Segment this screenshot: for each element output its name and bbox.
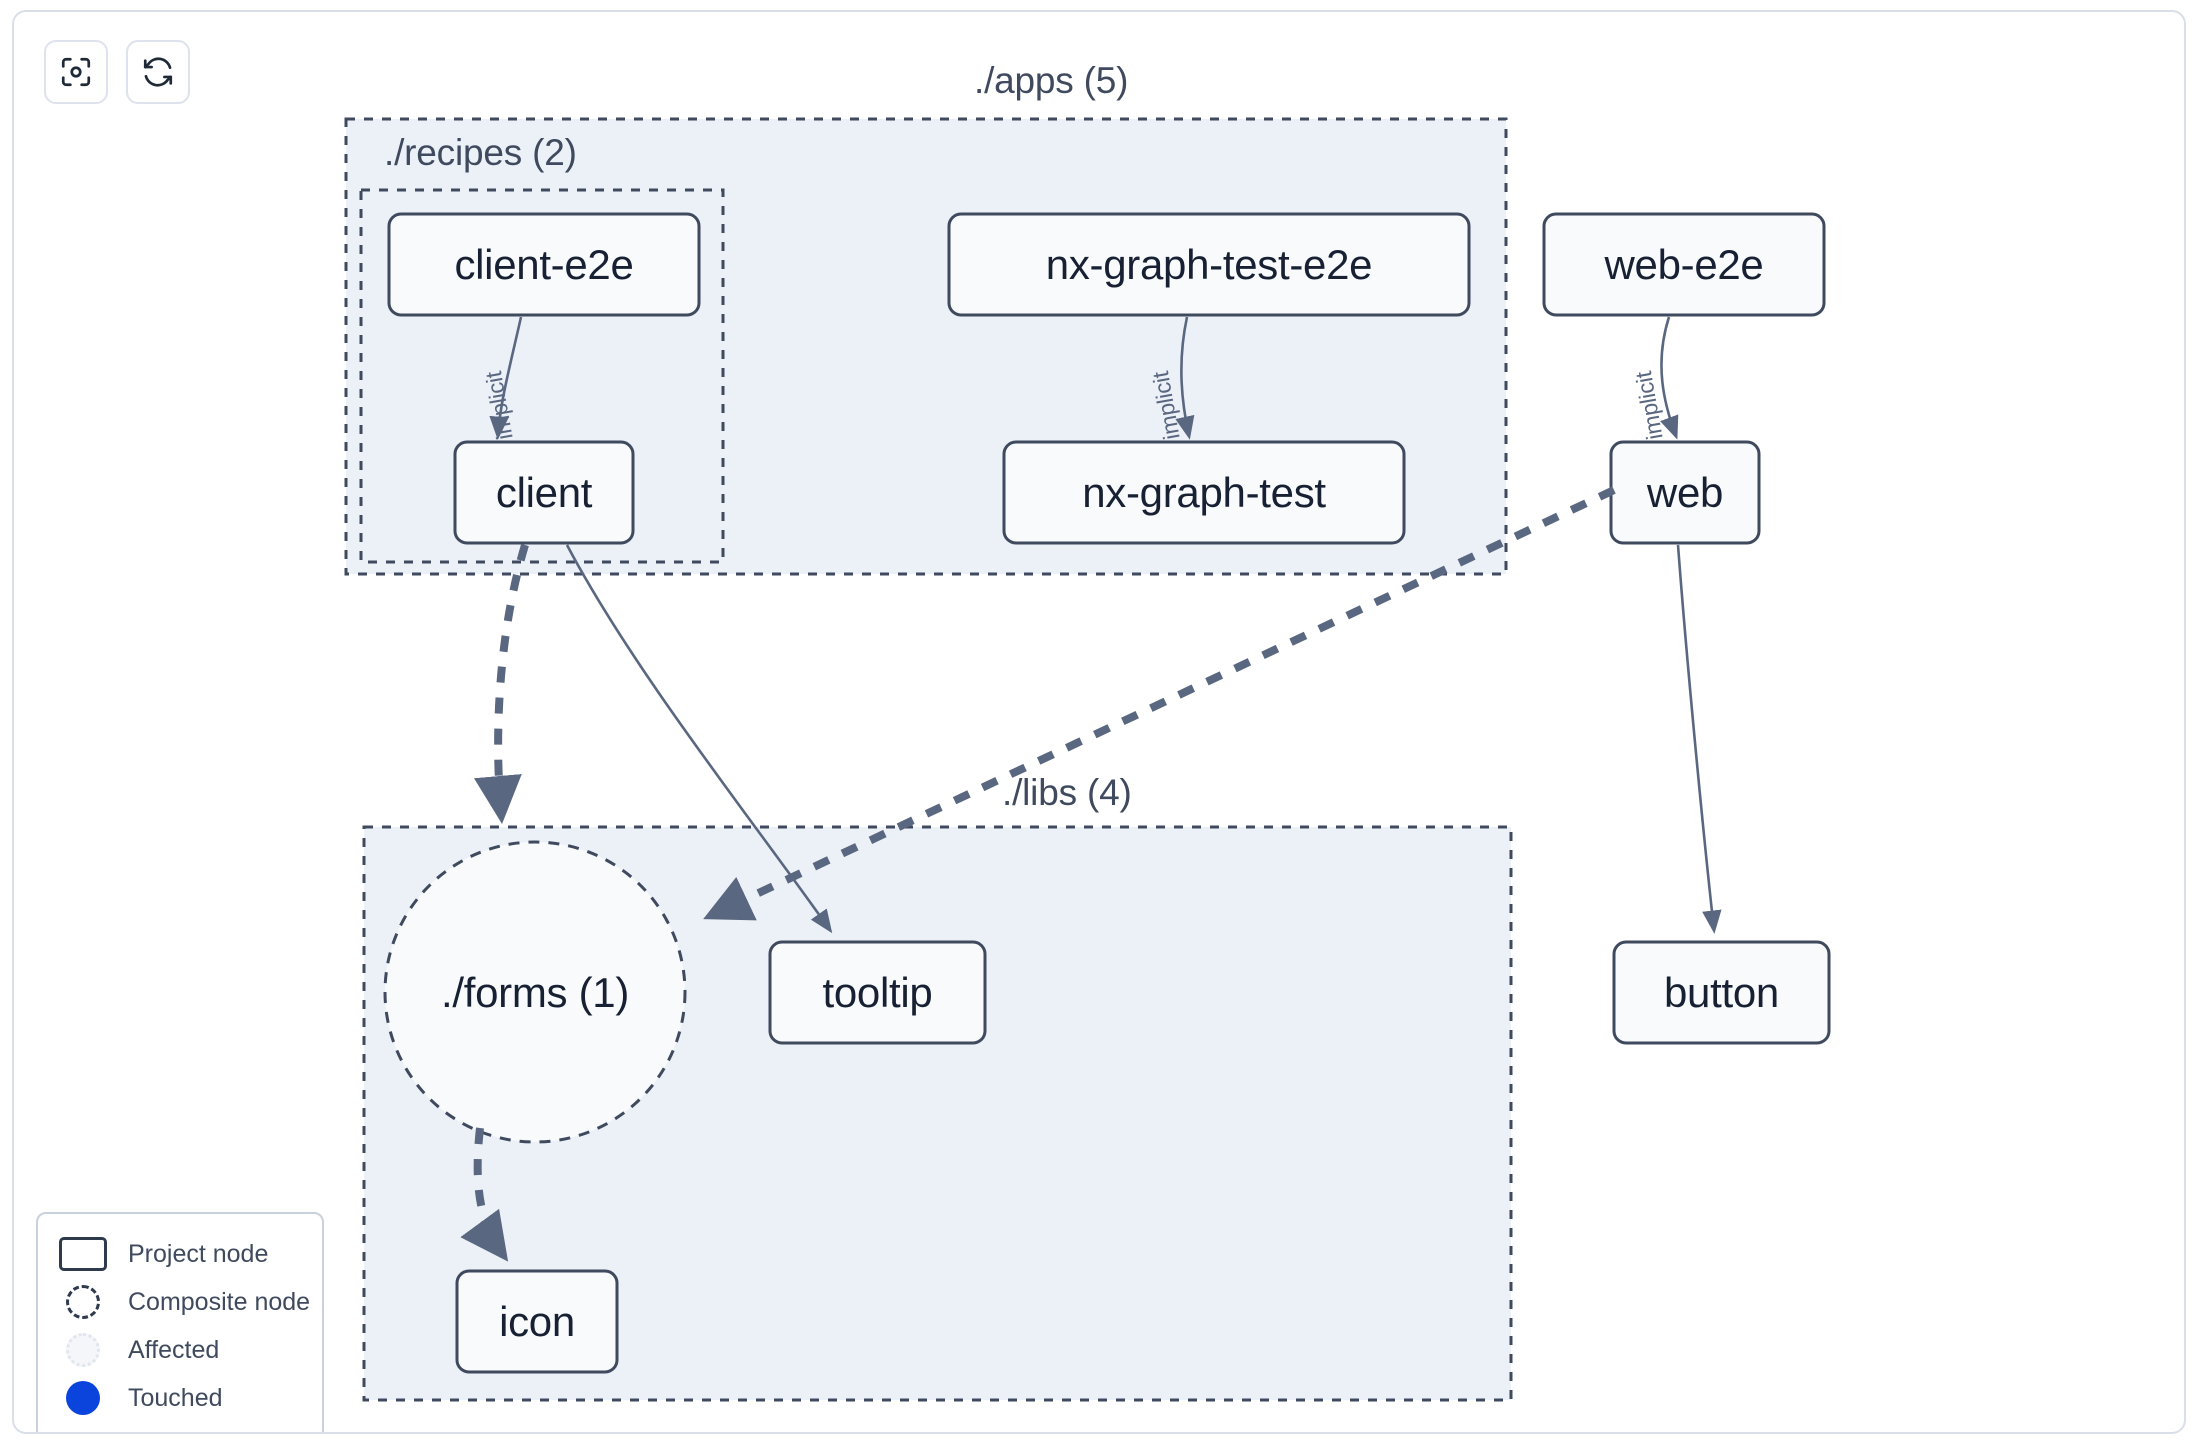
- project-node-swatch: [56, 1237, 110, 1271]
- graph-canvas: [344, 117, 1831, 1402]
- node-nx-graph-test[interactable]: nx-graph-test: [1082, 468, 1326, 516]
- graph-toolbar: [44, 40, 190, 104]
- group-label-apps: ./apps (5): [974, 60, 1129, 101]
- focus-graph-button[interactable]: [44, 40, 108, 104]
- node-web-e2e[interactable]: web-e2e: [1604, 240, 1764, 288]
- node-shape-client[interactable]: [453, 440, 635, 545]
- edge-web-to-button[interactable]: [1676, 544, 1722, 934]
- node-nx-graph-test-e2e[interactable]: nx-graph-test-e2e: [1045, 240, 1373, 288]
- graph-legend: Project node Composite node Affected Tou…: [36, 1212, 324, 1432]
- edge-nx-graph-test-e2e-to-nx-graph-test[interactable]: [1175, 316, 1195, 440]
- edge-web-to-forms[interactable]: [703, 486, 1616, 921]
- edge-client-to-forms[interactable]: [473, 543, 529, 824]
- node-client[interactable]: client: [495, 468, 593, 516]
- composite-node-swatch: [56, 1285, 110, 1319]
- node-shape-client-e2e[interactable]: [387, 212, 701, 317]
- node-shape-forms[interactable]: [383, 840, 687, 1144]
- project-graph-card: ./apps (5) ./recipes (2) ./libs (4) clie…: [12, 10, 2186, 1434]
- legend-label-touched: Touched: [128, 1383, 223, 1412]
- legend-label-affected: Affected: [128, 1335, 220, 1364]
- node-web[interactable]: web: [1646, 468, 1724, 516]
- node-shape-nx-graph-test[interactable]: [1002, 440, 1406, 545]
- refresh-graph-button[interactable]: [126, 40, 190, 104]
- node-shape-web-e2e[interactable]: [1542, 212, 1826, 317]
- edge-client-e2e-to-client[interactable]: [489, 316, 523, 440]
- node-tooltip[interactable]: tooltip: [822, 968, 933, 1016]
- node-icon[interactable]: icon: [499, 1297, 575, 1345]
- group-label-recipes: ./recipes (2): [384, 132, 577, 173]
- legend-label-project-node: Project node: [128, 1239, 269, 1268]
- legend-item-project-node: Project node: [56, 1230, 304, 1278]
- focus-target-icon: [59, 55, 93, 89]
- group-label-libs: ./libs (4): [1002, 772, 1132, 813]
- legend-item-touched: Touched: [56, 1374, 304, 1422]
- node-shape-button[interactable]: [1612, 940, 1831, 1045]
- node-button[interactable]: button: [1664, 968, 1779, 1016]
- graph-text-layer: ./apps (5) ./recipes (2) ./libs (4) clie…: [14, 12, 2184, 1432]
- legend-item-affected: Affected: [56, 1326, 304, 1374]
- node-shape-icon[interactable]: [455, 1269, 619, 1374]
- affected-swatch: [56, 1333, 110, 1367]
- edge-forms-to-icon[interactable]: [460, 1127, 509, 1262]
- refresh-icon: [141, 55, 175, 89]
- node-forms[interactable]: ./forms (1): [440, 968, 630, 1016]
- legend-label-composite-node: Composite node: [128, 1287, 311, 1316]
- edge-web-e2e-to-web[interactable]: [1660, 316, 1679, 440]
- node-shape-nx-graph-test-e2e[interactable]: [947, 212, 1471, 317]
- legend-item-composite-node: Composite node: [56, 1278, 310, 1326]
- touched-swatch: [56, 1381, 110, 1415]
- node-shape-tooltip[interactable]: [768, 940, 987, 1045]
- node-client-e2e[interactable]: client-e2e: [454, 240, 634, 288]
- edge-client-to-tooltip[interactable]: [565, 544, 833, 934]
